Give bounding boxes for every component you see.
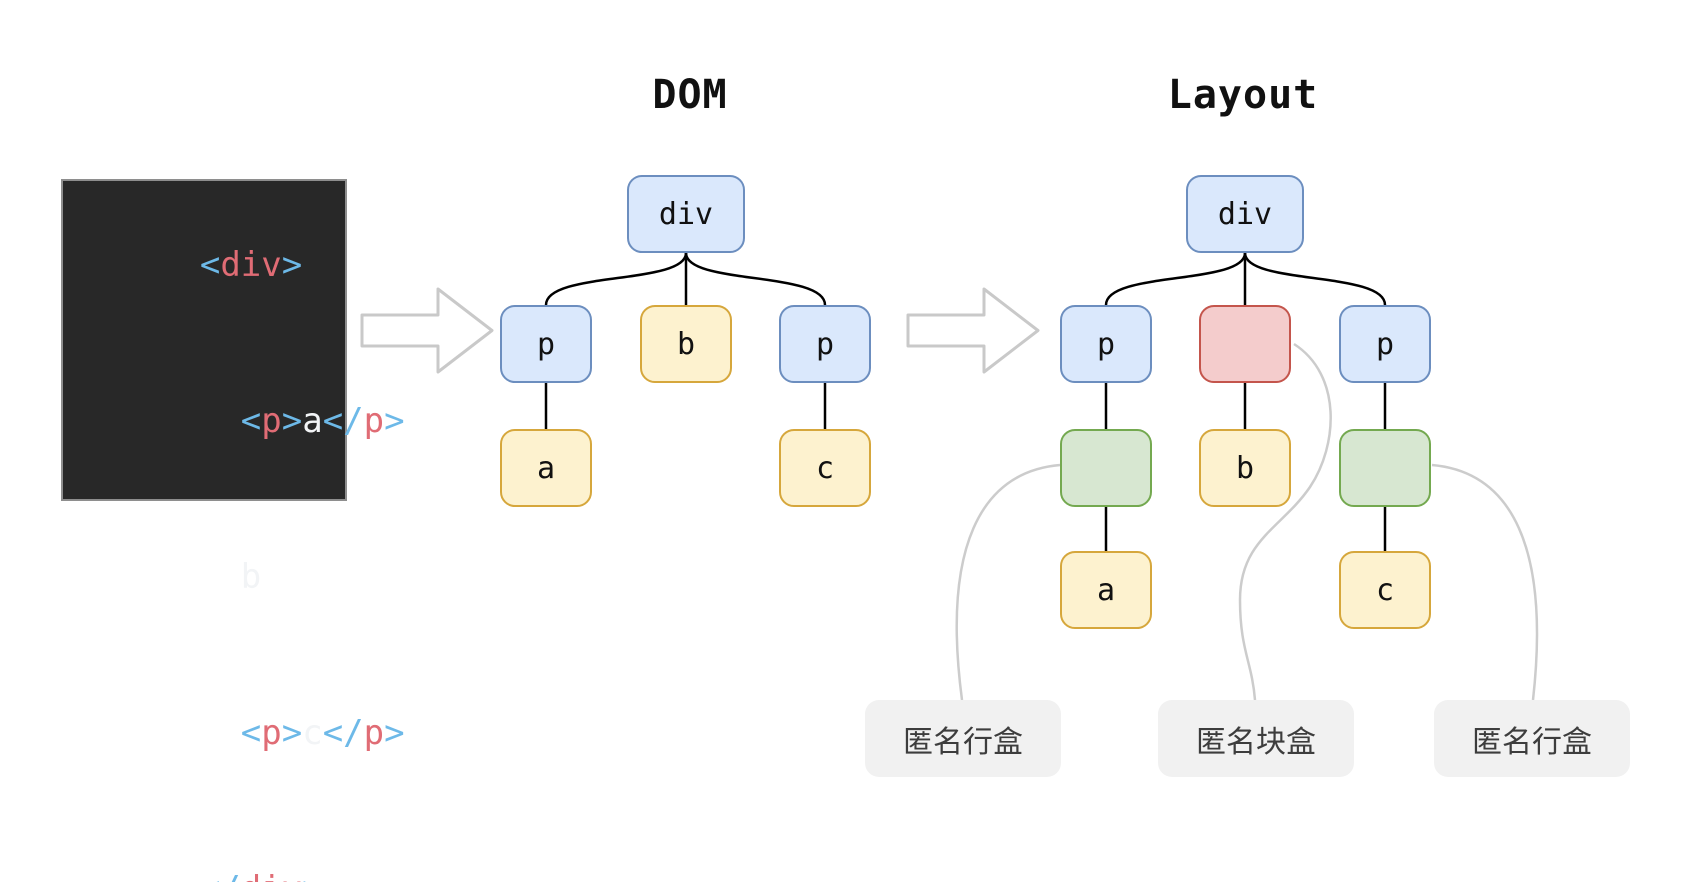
- code-token: b: [199, 557, 262, 597]
- code-token: div: [220, 245, 282, 285]
- dom-section-title: DOM: [652, 72, 728, 118]
- annotation-anonymous-line-box-right: 匿名行盒: [1434, 700, 1630, 777]
- code-token: >: [302, 869, 322, 882]
- layout-node-text-c: c: [1339, 551, 1431, 629]
- node-label: c: [1375, 572, 1395, 608]
- dom-node-p-right: p: [779, 305, 871, 383]
- dom-tree-edges: [544, 252, 827, 429]
- node-label: p: [536, 326, 556, 362]
- layout-node-anon-block: [1199, 305, 1291, 383]
- layout-node-linebox-left: [1060, 429, 1152, 507]
- code-token: </: [322, 713, 364, 753]
- arrow-dom-to-layout-icon: [906, 287, 1040, 374]
- wire-anon-block: [1238, 342, 1332, 701]
- code-token: >: [281, 401, 303, 441]
- node-label: p: [1096, 326, 1116, 362]
- code-token: div: [241, 869, 302, 882]
- code-token: <: [199, 713, 262, 753]
- code-token: p: [261, 713, 282, 753]
- node-label: p: [815, 326, 835, 362]
- arrow-code-to-dom-icon: [360, 287, 494, 374]
- dom-node-text-c: c: [779, 429, 871, 507]
- node-label: a: [1096, 572, 1116, 608]
- layout-section-title: Layout: [1167, 72, 1319, 118]
- code-line: <p>a</p>: [77, 343, 405, 499]
- code-token: p: [261, 401, 282, 441]
- annotation-anonymous-block-box: 匿名块盒: [1158, 700, 1354, 777]
- node-label: c: [815, 450, 835, 486]
- code-token: >: [281, 245, 303, 285]
- node-label: p: [1375, 326, 1395, 362]
- code-token: >: [384, 713, 405, 753]
- code-block: <div> <p>a</p> b <p>c</p> </div>: [61, 179, 405, 882]
- node-label: div: [1217, 196, 1273, 232]
- layout-node-p-right: p: [1339, 305, 1431, 383]
- layout-tree-edges: [1104, 252, 1387, 551]
- node-label: div: [658, 196, 714, 232]
- dom-node-div: div: [627, 175, 745, 253]
- layout-node-linebox-right: [1339, 429, 1431, 507]
- layout-node-p-left: p: [1060, 305, 1152, 383]
- node-label: a: [536, 450, 556, 486]
- layout-node-text-b: b: [1199, 429, 1291, 507]
- code-token: a: [302, 401, 323, 441]
- dom-node-text-b: b: [640, 305, 732, 383]
- code-line: <div>: [77, 187, 345, 343]
- layout-node-text-a: a: [1060, 551, 1152, 629]
- annotation-anonymous-line-box-left: 匿名行盒: [865, 700, 1061, 777]
- wire-linebox-right: [1431, 463, 1539, 701]
- node-label: b: [1235, 450, 1255, 486]
- code-token: </: [200, 869, 241, 882]
- dom-node-p-left: p: [500, 305, 592, 383]
- code-token: </: [322, 401, 364, 441]
- code-token: <: [199, 245, 221, 285]
- code-token: c: [302, 713, 323, 753]
- code-line: <p>c</p>: [77, 655, 405, 811]
- node-label: b: [676, 326, 696, 362]
- code-token: >: [281, 713, 303, 753]
- code-line: b: [77, 499, 345, 655]
- code-token: p: [363, 401, 385, 441]
- code-line: </div>: [77, 811, 345, 882]
- wire-linebox-left: [955, 463, 1061, 701]
- code-token: p: [363, 713, 385, 753]
- layout-node-div: div: [1186, 175, 1304, 253]
- annotation-wires: [955, 342, 1539, 701]
- code-token: >: [384, 401, 405, 441]
- dom-node-text-a: a: [500, 429, 592, 507]
- code-token: <: [199, 401, 262, 441]
